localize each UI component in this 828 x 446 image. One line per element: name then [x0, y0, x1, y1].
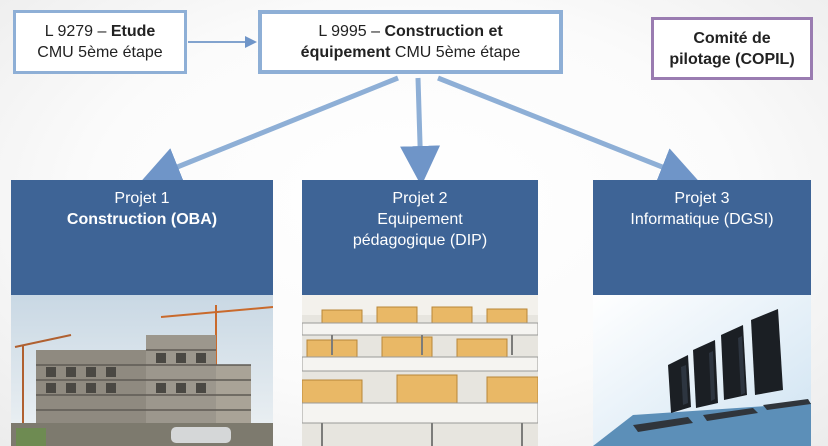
law-study-line2: CMU 5ème étape — [37, 44, 163, 61]
arrow-to-project-1 — [140, 75, 399, 186]
law-study-box: L 9279 – Etude CMU 5ème étape — [13, 10, 187, 74]
arrow-to-project-2 — [400, 77, 441, 186]
copil-box: Comité de pilotage (COPIL) — [651, 17, 813, 80]
construction-site-photo — [11, 295, 273, 446]
classroom-desks-photo — [302, 295, 538, 446]
copil-line2: pilotage (COPIL) — [669, 50, 795, 68]
project-2-title-line2: pédagogique (DIP) — [352, 232, 488, 249]
arrow-to-project-3 — [437, 75, 700, 186]
project-1-title: Construction (OBA) — [66, 211, 218, 228]
project-3-number: Projet 3 — [674, 190, 730, 207]
project-1-number: Projet 1 — [114, 190, 170, 207]
law-study-line1: L 9279 – Etude — [44, 23, 156, 40]
copil-line1: Comité de — [693, 29, 771, 47]
project-2-title-line1: Equipement — [377, 211, 463, 228]
project-1-box: Projet 1 Construction (OBA) — [11, 180, 273, 295]
law-construction-line1: L 9995 – Construction et — [318, 23, 503, 40]
computer-monitors-photo — [593, 295, 811, 446]
project-3-title: Informatique (DGSI) — [630, 211, 774, 228]
law-construction-box: L 9995 – Construction et équipement CMU … — [258, 10, 563, 74]
project-2-number: Projet 2 — [392, 190, 448, 207]
law-construction-line2: équipement CMU 5ème étape — [300, 44, 521, 61]
project-3-box: Projet 3 Informatique (DGSI) — [593, 180, 811, 295]
project-2-box: Projet 2 Equipement pédagogique (DIP) — [302, 180, 538, 295]
